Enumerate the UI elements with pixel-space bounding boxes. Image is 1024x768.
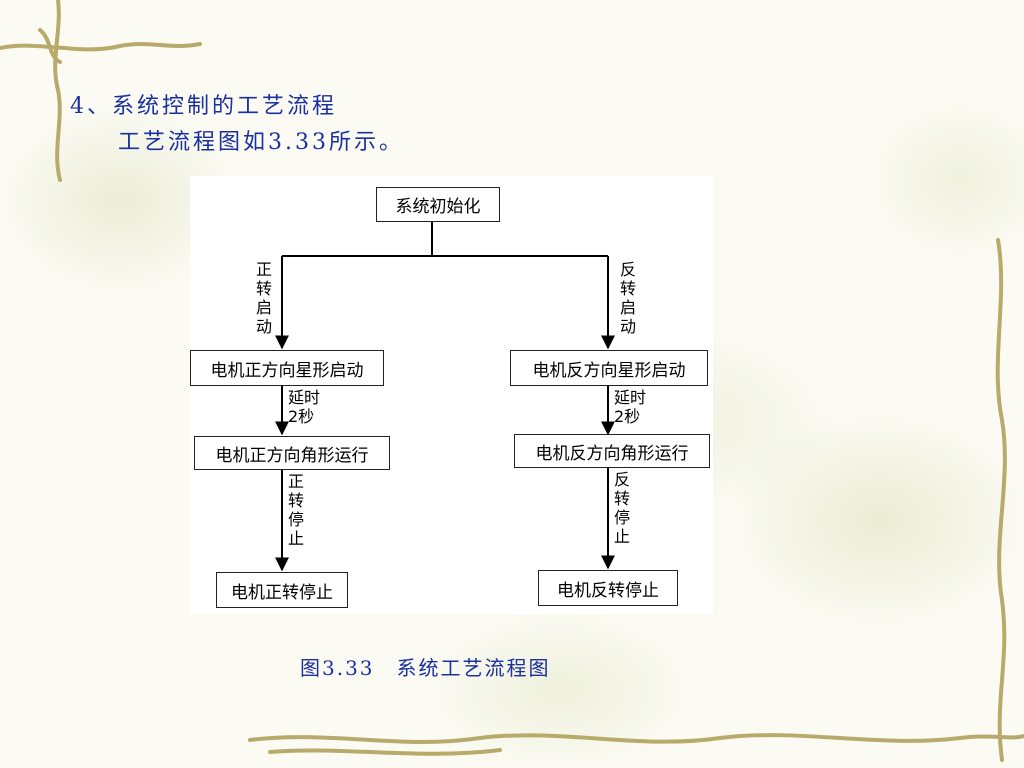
reverse-delay-label: 延时2秒 (614, 388, 647, 426)
flowchart: 系统初始化 正转启动 反转启动 电机正方向星形启动 电机反方向星形启动 延时2秒… (190, 176, 713, 614)
init-node: 系统初始化 (376, 187, 500, 222)
forward-stop-label: 正转停止 (287, 472, 304, 548)
reverse-start-label: 反转启动 (619, 260, 636, 336)
reverse-star-start-node: 电机反方向星形启动 (510, 350, 708, 386)
reverse-delta-run-node: 电机反方向角形运行 (514, 434, 710, 468)
heading-line-1: 4、系统控制的工艺流程 (70, 94, 337, 119)
reverse-stop-node: 电机反转停止 (538, 570, 678, 606)
flowchart-connectors (275, 222, 615, 572)
heading-line-2: 工艺流程图如3.33所示。 (118, 130, 404, 155)
forward-star-start-node: 电机正方向星形启动 (190, 350, 384, 386)
figure-caption: 图3.33 系统工艺流程图 (300, 656, 551, 680)
forward-stop-node: 电机正转停止 (216, 572, 348, 608)
forward-start-label: 正转启动 (255, 260, 272, 336)
forward-delay-label: 延时2秒 (288, 388, 321, 426)
forward-delta-run-node: 电机正方向角形运行 (194, 436, 390, 470)
reverse-stop-label: 反转停止 (613, 470, 630, 546)
